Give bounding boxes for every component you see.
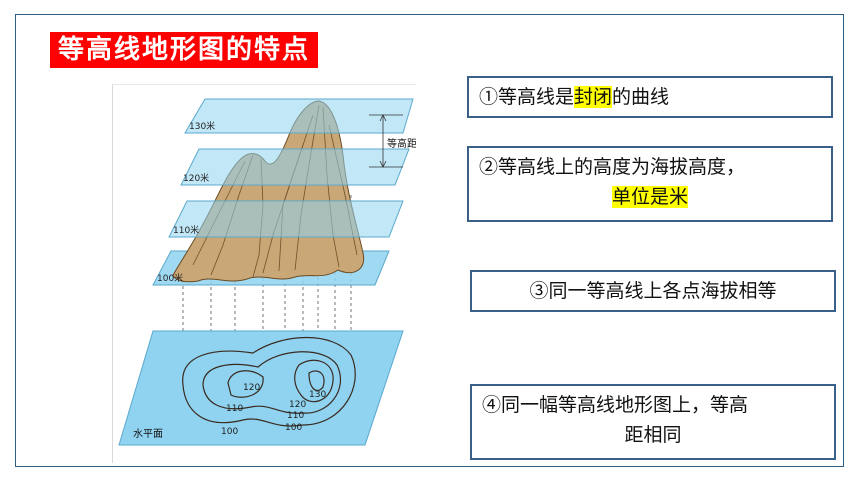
slide-title: 等高线地形图的特点: [50, 32, 319, 68]
contour-label-120a: 120: [243, 383, 260, 393]
plane-label-120: 120米: [183, 172, 209, 184]
contour-interval-marker: [369, 114, 403, 168]
slide-frame: [15, 14, 844, 467]
plane-120: [180, 148, 410, 186]
point-1-box: ①等高线是封闭的曲线: [467, 76, 833, 118]
point-3-box: ③同一等高线上各点海拔相等: [470, 270, 836, 312]
contour-label-100b: 100: [285, 423, 302, 433]
plane-label-110: 110米: [173, 224, 199, 236]
point-2-box: ②等高线上的高度为海拔高度， 单位是米: [467, 146, 833, 222]
plane-130: [184, 98, 414, 134]
contour-map: [182, 337, 356, 427]
point-2-line-1: ②等高线上的高度为海拔高度，: [479, 156, 746, 178]
point-1-text-post: 的曲线: [612, 86, 670, 108]
plane-label-100: 100米: [157, 272, 183, 284]
plane-110: [168, 200, 404, 238]
horizontal-plane-label: 水平面: [133, 428, 163, 440]
contour-diagram: 120 110 100 130 120 110 100 水平面: [112, 84, 417, 463]
point-4-line-2: 距相同: [624, 424, 682, 446]
contour-label-110a: 110: [226, 404, 243, 414]
plane-labels: 130米 120米 110米 100米: [157, 120, 215, 284]
contour-interval-label: 等高距: [387, 137, 416, 150]
contour-label-100a: 100: [221, 427, 238, 437]
contour-diagram-svg: 120 110 100 130 120 110 100 水平面: [118, 98, 417, 446]
contour-label-130: 130: [309, 390, 326, 400]
contour-label-110b: 110: [287, 411, 304, 421]
contour-label-120b: 120: [289, 400, 306, 410]
point-1-highlight: 封闭: [574, 86, 613, 108]
plane-label-130: 130米: [189, 120, 215, 132]
point-3-text: ③同一等高线上各点海拔相等: [529, 280, 777, 302]
point-2-highlight: 单位是米: [611, 186, 688, 208]
point-4-box: ④同一幅等高线地形图上，等高 距相同: [470, 384, 836, 460]
point-4-line-1: ④同一幅等高线地形图上，等高: [482, 394, 749, 416]
point-1-text-pre: ①等高线是: [479, 86, 575, 108]
contour-values: 120 110 100 130 120 110 100: [221, 383, 326, 437]
